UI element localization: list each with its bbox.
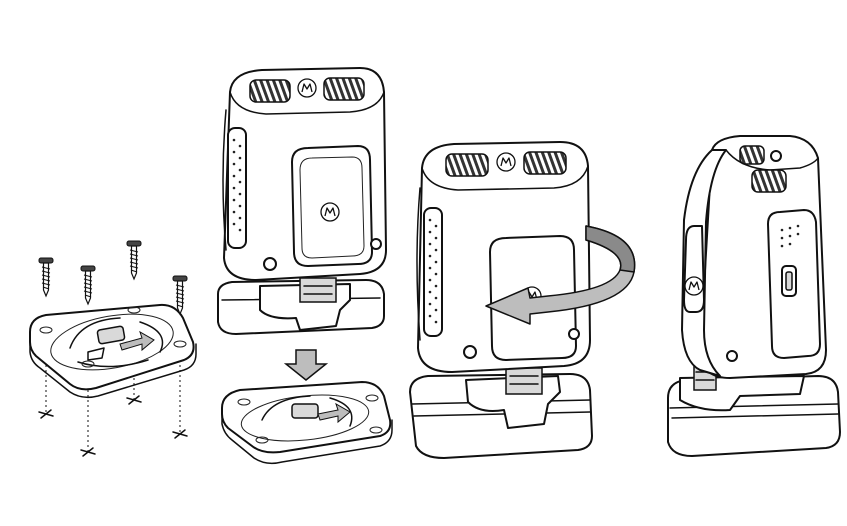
mount-plate bbox=[221, 381, 393, 465]
mount-plate bbox=[29, 303, 197, 399]
scanner-body bbox=[681, 135, 827, 379]
screw-icon bbox=[126, 240, 142, 280]
logo-icon bbox=[496, 152, 516, 172]
rotate-arrow-icon bbox=[485, 225, 636, 325]
panel-scanner-onto-plate bbox=[217, 67, 393, 465]
scanner-body bbox=[416, 141, 591, 373]
scanner-base bbox=[217, 277, 385, 335]
screw-icon bbox=[38, 257, 54, 297]
scanner-body bbox=[222, 67, 387, 281]
panel-rotate-to-lock bbox=[409, 141, 636, 459]
screw-icon bbox=[80, 265, 96, 305]
logo-icon bbox=[684, 276, 704, 296]
down-arrow-icon bbox=[283, 349, 329, 381]
panel-installed-side-view bbox=[667, 135, 841, 457]
panel-mount-plate-with-screws bbox=[29, 240, 197, 457]
logo-icon bbox=[320, 202, 340, 222]
logo-icon bbox=[297, 78, 317, 98]
